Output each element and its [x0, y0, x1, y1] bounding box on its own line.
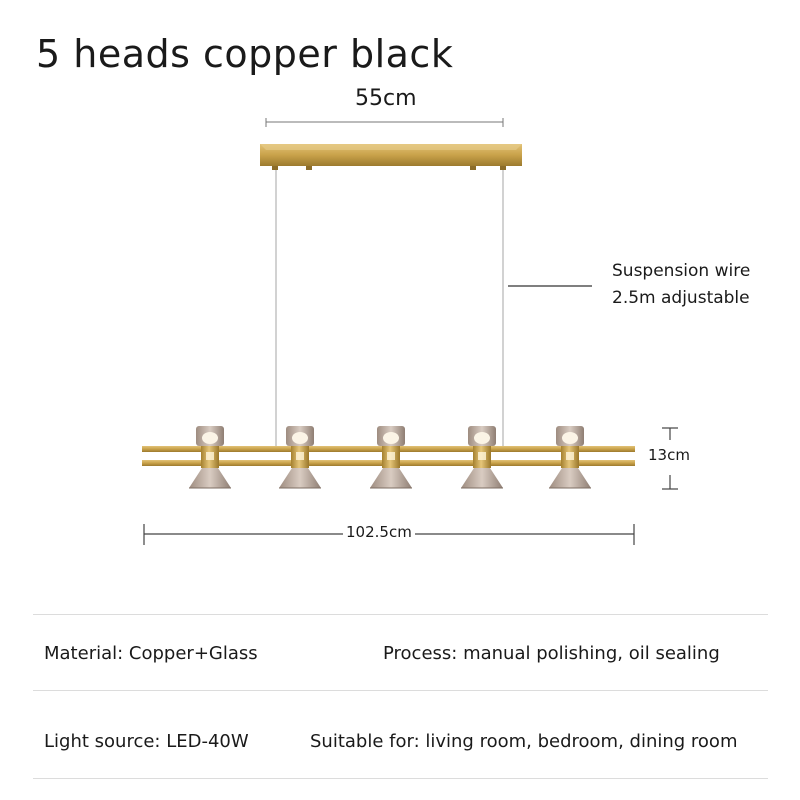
- divider: [33, 614, 768, 615]
- divider: [33, 690, 768, 691]
- canopy-dimension-line: [265, 118, 504, 127]
- spec-suitable-for: Suitable for: living room, bedroom, dini…: [310, 731, 738, 752]
- spec-process: Process: manual polishing, oil sealing: [383, 643, 720, 664]
- wire-note-line2: 2.5m adjustable: [612, 288, 750, 308]
- lamp-head: [549, 426, 591, 489]
- spec-material: Material: Copper+Glass: [44, 643, 258, 664]
- lamp-head: [370, 426, 412, 489]
- divider: [33, 778, 768, 779]
- lamp-head: [461, 426, 503, 489]
- spec-light-source: Light source: LED-40W: [44, 731, 249, 752]
- wire-note-line1: Suspension wire: [612, 261, 751, 281]
- lamp-head: [189, 426, 231, 489]
- height-label: 13cm: [648, 446, 690, 464]
- width-label: 102.5cm: [343, 523, 415, 541]
- product-title: 5 heads copper black: [36, 32, 454, 76]
- ceiling-canopy: [260, 144, 522, 170]
- suspension-wire-note: Suspension wire 2.5m adjustable: [612, 258, 750, 312]
- suspension-wires: [275, 170, 504, 446]
- lamp-head: [279, 426, 321, 489]
- canopy-width-label: 55cm: [355, 86, 417, 111]
- height-dimension-line: [662, 427, 678, 490]
